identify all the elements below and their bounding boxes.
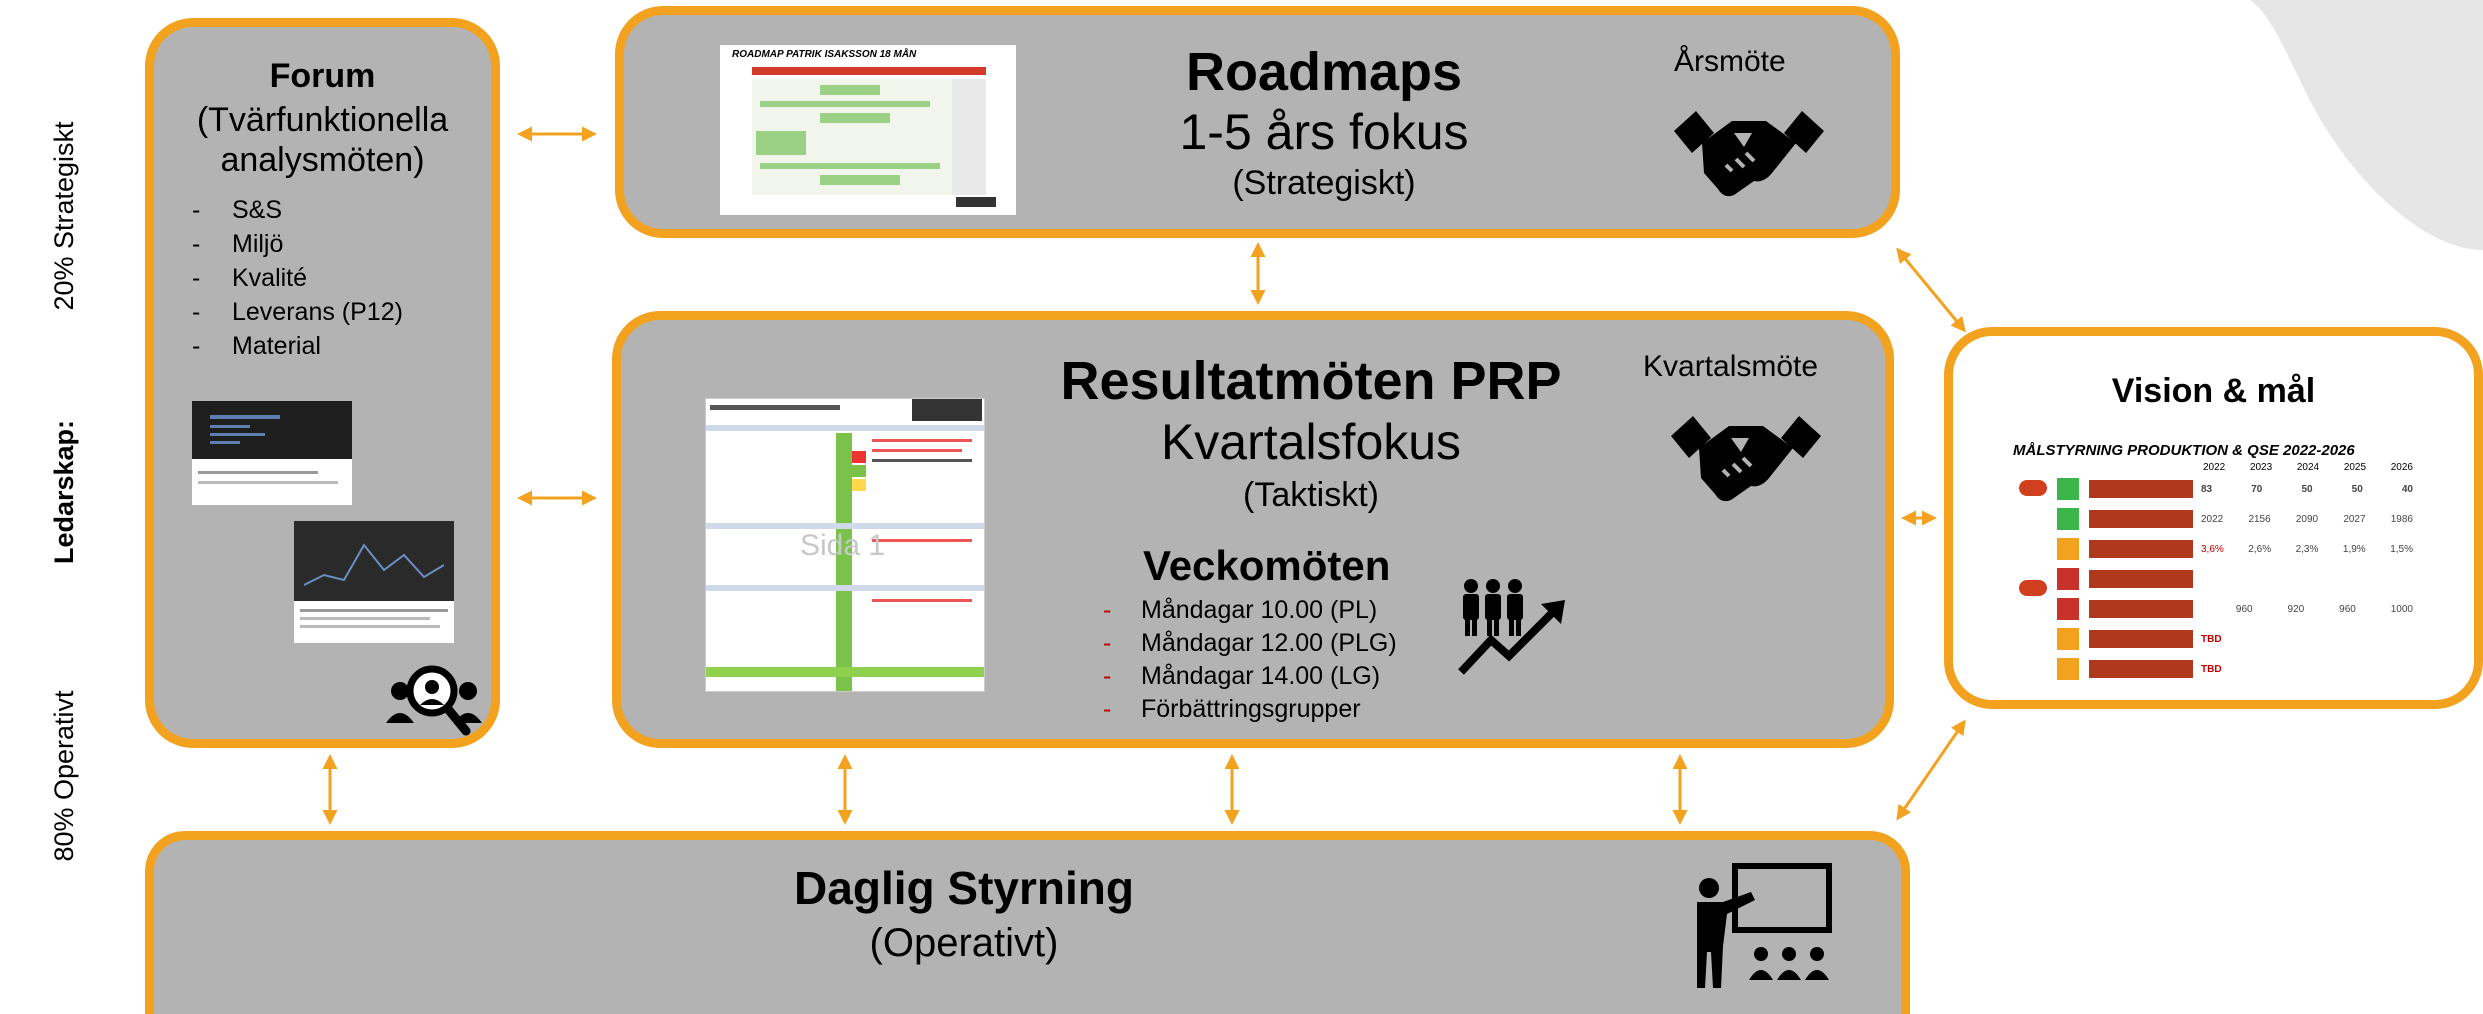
roadmap-thumbnail: ROADMAP PATRIK ISAKSSON 18 MÅN xyxy=(720,45,1016,215)
roadmaps-title: Roadmaps xyxy=(1185,42,1463,102)
table-cell: TBD xyxy=(2201,663,2222,675)
list-item: Måndagar 10.00 (PL) xyxy=(1103,594,1397,627)
daily-note: (Operativt) xyxy=(869,921,1059,965)
year-label: 2025 xyxy=(2343,462,2367,473)
background-decoration xyxy=(2140,0,2483,250)
roadmaps-note: (Strategiskt) xyxy=(1232,164,1416,202)
vision-title: Vision & mål xyxy=(2111,372,2316,410)
results-note: (Taktiskt) xyxy=(1243,476,1379,514)
roadmap-thumbnail-title: ROADMAP PATRIK ISAKSSON 18 MÅN xyxy=(732,49,917,60)
daily-box: Daglig Styrning (Operativt) xyxy=(145,831,1910,1014)
list-item: Måndagar 14.00 (LG) xyxy=(1103,660,1397,693)
teacher-board-icon xyxy=(1689,862,1839,992)
table-cell: 2027 xyxy=(2343,513,2366,525)
table-cell: 1,5% xyxy=(2390,543,2413,555)
list-item: Kvalité xyxy=(192,261,403,295)
weekly-meeting-list: Måndagar 10.00 (PL) Måndagar 12.00 (PLG)… xyxy=(1103,594,1397,726)
results-subtitle: Kvartalsfokus xyxy=(1160,414,1462,470)
year-label: 2022 xyxy=(2203,462,2226,473)
forum-box: Forum (Tvärfunktionella analysmöten) S&S… xyxy=(145,18,500,748)
results-title: Resultatmöten PRP xyxy=(1060,351,1562,411)
table-cell: 2,3% xyxy=(2295,543,2319,555)
table-cell: 960 xyxy=(2339,603,2356,615)
forum-thumbnail-2 xyxy=(294,521,454,643)
weekly-title: Veckomöten xyxy=(1143,542,1391,589)
roadmaps-meeting-label: Årsmöte xyxy=(1674,45,1786,78)
list-item: S&S xyxy=(192,193,403,227)
handshake-icon xyxy=(1671,408,1821,504)
table-cell: 2,6% xyxy=(2248,543,2272,555)
table-cell: 2156 xyxy=(2248,513,2271,525)
list-item: Måndagar 12.00 (PLG) xyxy=(1103,627,1397,660)
table-cell: 70 xyxy=(2251,483,2263,495)
people-search-icon xyxy=(386,661,482,737)
table-cell: 2090 xyxy=(2295,513,2319,525)
results-box: Sida 1 Resultatmöten PRP Kvartalsfokus (… xyxy=(612,311,1894,748)
daily-title: Daglig Styrning xyxy=(794,862,1134,914)
handshake-icon xyxy=(1674,103,1824,199)
forum-thumbnail-1 xyxy=(192,401,352,505)
vision-table-title: MÅLSTYRNING PRODUKTION & QSE 2022-2026 xyxy=(2013,442,2355,459)
year-label: 2023 xyxy=(2249,462,2273,473)
table-cell: 1000 xyxy=(2390,603,2413,615)
results-meeting-label: Kvartalsmöte xyxy=(1643,350,1819,383)
list-item: Material xyxy=(192,329,403,363)
year-label: 2026 xyxy=(2390,462,2413,473)
year-label: 2024 xyxy=(2296,462,2320,473)
list-item: Förbättringsgrupper xyxy=(1103,693,1397,726)
forum-topic-list: S&S Miljö Kvalité Leverans (P12) Materia… xyxy=(192,193,403,363)
results-thumbnail-watermark: Sida 1 xyxy=(800,529,886,562)
results-thumbnail: Sida 1 xyxy=(705,398,985,692)
table-cell: 1,9% xyxy=(2342,543,2366,555)
list-item: Miljö xyxy=(192,227,403,261)
table-cell: 960 xyxy=(2235,603,2253,615)
table-cell: 920 xyxy=(2287,603,2305,615)
table-cell: 1986 xyxy=(2390,513,2413,525)
vision-box: Vision & mål MÅLSTYRNING PRODUKTION & QS… xyxy=(1944,327,2483,709)
vision-goal-table: MÅLSTYRNING PRODUKTION & QSE 2022-2026 2… xyxy=(2013,442,2421,682)
forum-title: Forum xyxy=(269,57,376,95)
table-cell: 83 xyxy=(2201,483,2213,495)
team-growth-icon xyxy=(1457,578,1569,676)
table-cell: TBD xyxy=(2201,633,2222,645)
list-item: Leverans (P12) xyxy=(192,295,403,329)
forum-subtitle: (Tvärfunktionella analysmöten) xyxy=(196,101,449,179)
roadmaps-box: ROADMAP PATRIK ISAKSSON 18 MÅN Roadmaps … xyxy=(615,6,1900,238)
roadmaps-subtitle: 1-5 års fokus xyxy=(1179,104,1469,160)
table-cell: 50 xyxy=(2301,483,2313,495)
table-cell: 40 xyxy=(2401,483,2413,495)
table-cell: 3,6% xyxy=(2201,543,2224,555)
table-cell: 50 xyxy=(2351,483,2363,495)
table-cell: 2022 xyxy=(2201,513,2224,525)
